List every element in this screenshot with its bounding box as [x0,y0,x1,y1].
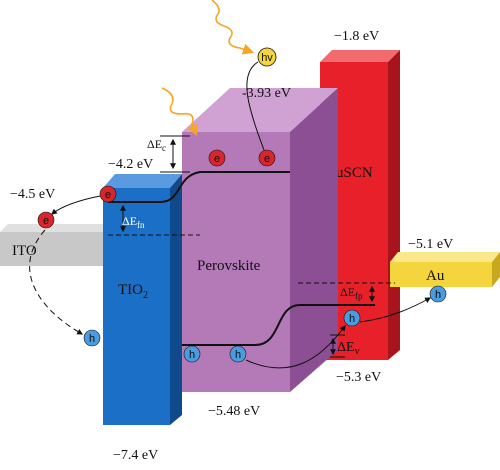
tio2-layer: TIO2 [103,174,182,425]
svg-text:h: h [349,313,355,325]
au-layer: Au [390,252,500,287]
electron-perovskite-2: e [258,149,276,167]
hole-transfer-arrow [245,325,346,369]
electron-transfer-arrow [51,195,101,215]
electron-tio2: e [99,185,117,203]
au-label: Au [426,268,445,284]
svg-text:h: h [435,289,441,301]
ito-label: ITO [12,243,37,259]
svg-text:e: e [43,215,49,227]
svg-text:e: e [214,153,220,165]
hole-quasi-fermi-curve [182,304,375,346]
perovskite-layer: Perovskite [182,88,338,392]
perovskite-cb-energy: -3.93 eV [242,86,291,101]
svg-text:e: e [264,153,270,165]
electron-quasi-fermi-curve [108,171,290,203]
electron-perovskite-1: e [208,149,226,167]
photon-wave-top [211,0,255,55]
photon-badge: hv [257,47,277,67]
external-circuit-arrow [29,229,84,335]
cuscn-vb-energy: −5.3 eV [336,370,381,385]
svg-text:h: h [89,333,95,345]
delta-ev-label: ΔEv [337,340,360,357]
hole-to-au-arrow [359,297,432,323]
tio2-cb-energy: −4.2 eV [108,157,153,172]
delta-ec-label: ΔEc [147,137,166,153]
ito-layer: ITO [0,224,118,266]
au-energy: −5.1 eV [408,237,453,252]
hole-cuscn: h [343,309,361,327]
tio2-vb-energy: −7.4 eV [113,448,158,463]
perovskite-vb-energy: −5.48 eV [208,404,260,419]
svg-text:e: e [105,189,111,201]
delta-efp-label: ΔEfp [340,285,363,301]
delta-efn-label: ΔEfn [122,214,145,230]
hole-au: h [429,285,447,303]
cuscn-cb-energy: −1.8 eV [334,29,379,44]
svg-text:hv: hv [261,52,273,64]
ito-energy: −4.5 eV [10,187,55,202]
perovskite-label: Perovskite [197,258,261,274]
electron-ito: e [37,211,55,229]
photon-wave-left [161,87,198,137]
hole-perovskite-2: h [229,345,247,363]
excitation-path [246,61,265,151]
hole-external: h [83,329,101,347]
svg-text:h: h [235,349,241,361]
tio2-label: TIO2 [118,282,148,301]
hole-perovskite-1: h [183,345,201,363]
svg-text:h: h [189,349,195,361]
